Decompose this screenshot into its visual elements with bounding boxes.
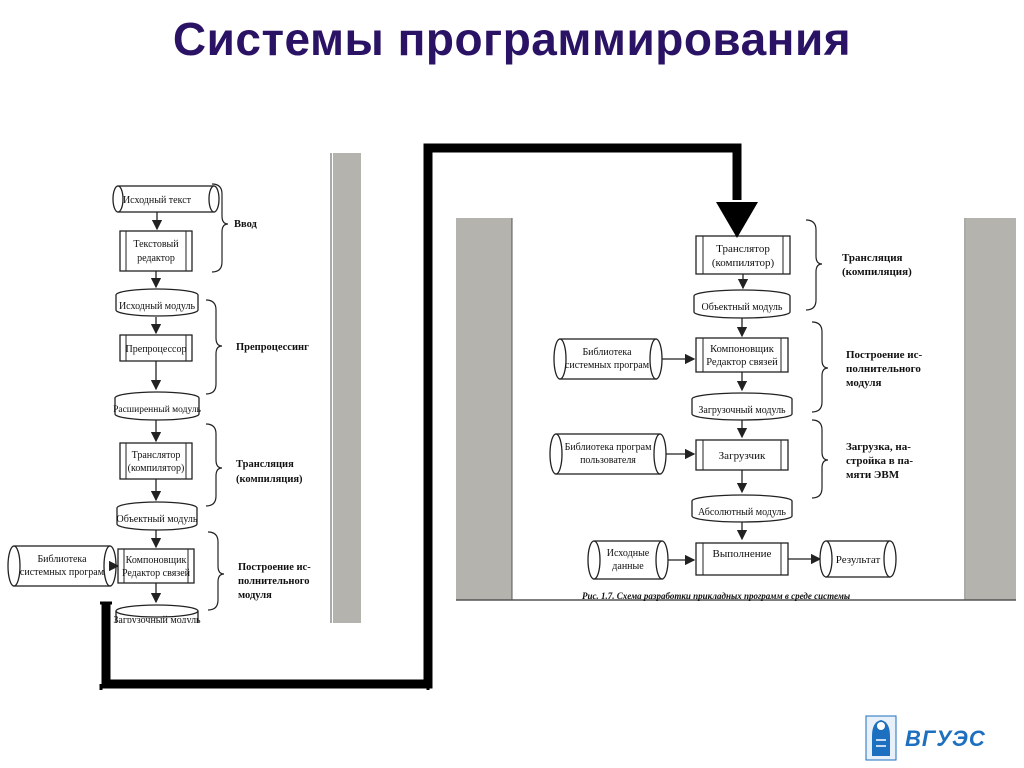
left-node-load-module: Загрузочный модуль xyxy=(113,604,201,626)
right-node-linker: Компоновщик Редактор связей xyxy=(695,337,789,373)
left-stage-translation-2: (компиляция) xyxy=(236,474,303,485)
right-node-translator: Транслятор (компилятор) xyxy=(695,235,791,275)
left-bracket-build xyxy=(207,531,225,611)
right-bracket-build xyxy=(811,321,829,413)
left-label-linker-1: Компоновщик xyxy=(126,555,187,566)
left-bracket-input xyxy=(211,183,229,273)
connector-arrowhead-icon xyxy=(716,202,758,238)
left-label-object-module: Объектный модуль xyxy=(117,514,198,525)
left-stage-build-2: полнительного xyxy=(238,576,309,587)
right-diagram: Транслятор (компилятор) Объектный модуль… xyxy=(456,218,1016,601)
right-label-user-library-1: Библиотека програм xyxy=(565,442,652,453)
university-logo xyxy=(865,715,897,761)
right-label-load-module: Загрузочный модуль xyxy=(698,405,786,416)
right-label-linker-1: Компоновщик xyxy=(710,344,775,355)
right-label-result: Результат xyxy=(836,554,881,566)
right-node-absolute-module: Абсолютный модуль xyxy=(691,494,793,523)
left-bracket-translation xyxy=(205,423,223,507)
left-label-translator-2: (компилятор) xyxy=(128,463,185,474)
left-label-library-1: Библиотека xyxy=(37,554,87,565)
right-node-loader: Загрузчик xyxy=(695,439,789,471)
left-label-extended-module: Расширенный модуль xyxy=(113,404,201,415)
right-stage-translation-2: (компиляция) xyxy=(842,266,912,278)
left-stage-build-3: модуля xyxy=(238,590,272,601)
left-stage-translation-1: Трансляция xyxy=(236,459,294,470)
left-node-translator: Транслятор (компилятор) xyxy=(119,442,193,480)
right-node-system-library: Библиотека системных програм xyxy=(553,338,663,380)
right-label-loader: Загрузчик xyxy=(719,450,766,462)
right-stage-translation-1: Трансляция xyxy=(842,252,903,264)
left-node-text-editor: Текстовый редактор xyxy=(119,230,193,272)
logo-figure-icon xyxy=(872,720,890,756)
left-label-preprocessor: Препроцессор xyxy=(126,344,187,355)
right-node-load-module: Загрузочный модуль xyxy=(691,392,793,421)
right-stage-load-2: стройка в па- xyxy=(846,455,913,467)
right-node-user-library: Библиотека програм пользователя xyxy=(549,433,667,475)
right-label-translator-1: Транслятор xyxy=(716,243,770,255)
left-panel-bar xyxy=(333,153,361,623)
left-label-editor-2: редактор xyxy=(137,253,175,264)
right-label-input-data-1: Исходные xyxy=(607,548,650,559)
continuation-connector xyxy=(99,143,758,690)
left-node-extended-module: Расширенный модуль xyxy=(113,391,202,421)
left-label-source-text: Исходный текст xyxy=(123,195,192,206)
right-stage-load-1: Загрузка, на- xyxy=(846,441,911,453)
left-bracket-preprocessing xyxy=(205,299,223,395)
left-label-translator-1: Транслятор xyxy=(132,450,181,461)
left-node-preprocessor: Препроцессор xyxy=(119,334,193,362)
left-node-linker: Компоновщик Редактор связей xyxy=(117,548,195,584)
left-label-linker-2: Редактор связей xyxy=(122,568,191,579)
right-panel-right-bar xyxy=(966,218,1016,600)
right-node-result: Результат xyxy=(819,540,897,578)
left-node-source-text: Исходный текст xyxy=(112,185,220,213)
right-node-input-data: Исходные данные xyxy=(587,540,669,580)
right-label-object-module: Объектный модуль xyxy=(702,302,783,313)
right-label-absolute-module: Абсолютный модуль xyxy=(698,507,786,518)
right-label-translator-2: (компилятор) xyxy=(712,257,775,269)
left-node-system-library: Библиотека системных програм xyxy=(7,545,117,587)
right-stage-build-3: модуля xyxy=(846,377,881,389)
right-label-input-data-2: данные xyxy=(612,561,644,572)
right-label-system-library-2: системных програм xyxy=(565,360,650,371)
right-bracket-translation xyxy=(805,219,823,311)
left-node-object-module: Объектный модуль xyxy=(116,501,198,531)
right-stage-build-2: полнительного xyxy=(846,363,921,375)
left-label-library-2: системных програм xyxy=(20,567,105,578)
right-label-execution: Выполнение xyxy=(713,548,772,560)
right-label-system-library-1: Библиотека xyxy=(582,347,632,358)
left-stage-input: Ввод xyxy=(234,219,258,230)
logo-text: ВГУЭС xyxy=(905,726,986,751)
left-label-editor-1: Текстовый xyxy=(133,239,179,250)
left-node-source-module: Исходный модуль xyxy=(115,288,199,317)
right-node-object-module: Объектный модуль xyxy=(693,289,791,319)
right-label-user-library-2: пользователя xyxy=(580,455,636,466)
right-panel-left-bar xyxy=(456,218,512,600)
left-stage-build-1: Построение ис- xyxy=(238,562,311,573)
right-label-linker-2: Редактор связей xyxy=(706,357,778,368)
right-caption: Рис. 1.7. Схема разработки прикладных пр… xyxy=(582,591,850,601)
right-node-execution: Выполнение xyxy=(695,542,789,576)
left-diagram: Исходный текст Текстовый редактор Исходн… xyxy=(7,153,361,633)
left-label-source-module: Исходный модуль xyxy=(119,301,196,312)
left-stage-preprocessing: Препроцессинг xyxy=(236,342,309,353)
left-label-load-module: Загрузочный модуль xyxy=(113,615,201,626)
page-title: Системы программирования xyxy=(172,13,852,65)
right-stage-build-1: Построение ис- xyxy=(846,349,923,361)
right-bracket-load xyxy=(811,419,829,499)
right-stage-load-3: мяти ЭВМ xyxy=(846,469,900,481)
